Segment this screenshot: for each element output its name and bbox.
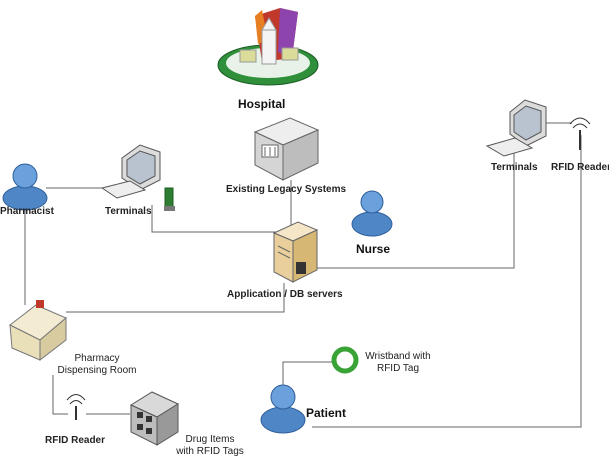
person-icon-patient: [260, 384, 306, 434]
hospital-icon: [217, 8, 319, 86]
rfid-reader-left-label: RFID Reader: [45, 435, 106, 446]
patient-label: Patient: [306, 406, 347, 420]
wristband-icon: [331, 346, 359, 374]
hospital-label: Hospital: [238, 97, 286, 111]
wristband-label: Wristband with RFID Tag: [358, 351, 438, 375]
app-db-servers-label: Application / DB servers: [227, 289, 343, 300]
person-icon-nurse: [351, 190, 393, 237]
terminal-icon-left: [100, 144, 175, 211]
terminals-right-label: Terminals: [491, 162, 538, 173]
drug-cabinet-icon: [129, 391, 180, 446]
link-patient-rfid-right: [312, 135, 582, 428]
terminal-icon-right: [485, 99, 547, 157]
house-icon: [9, 300, 67, 362]
drug-items-label: Drug Items with RFID Tags: [168, 434, 252, 458]
drug-items-label-line2: with RFID Tags: [176, 446, 244, 457]
link-server-terminal-right: [316, 150, 515, 269]
rfid-reader-icon-right: [569, 117, 591, 150]
link-pharmacy-rfid: [52, 375, 68, 415]
terminals-left-label: Terminals: [105, 206, 152, 217]
wristband-label-line1: Wristband with: [365, 351, 431, 362]
pharmacy-label: Pharmacy Dispensing Room: [52, 353, 142, 377]
server-icon: [272, 221, 319, 283]
nurse-label: Nurse: [356, 242, 391, 256]
rfid-reader-icon-left: [66, 394, 86, 420]
rfid-reader-right-label: RFID Reader: [551, 162, 609, 173]
legacy-server-icon: [253, 117, 320, 181]
person-icon-pharmacist: [2, 163, 48, 211]
wristband-label-line2: RFID Tag: [376, 363, 420, 374]
pharmacy-label-line2: Dispensing Room: [57, 365, 137, 376]
pharmacy-label-line1: Pharmacy: [74, 353, 120, 364]
link-terminals-server: [151, 205, 290, 233]
drug-items-label-line1: Drug Items: [185, 434, 235, 445]
legacy-systems-label: Existing Legacy Systems: [226, 184, 347, 195]
pharmacist-label: Pharmacist: [0, 206, 54, 217]
link-server-pharmacy: [66, 283, 285, 313]
connectors: [24, 122, 582, 428]
